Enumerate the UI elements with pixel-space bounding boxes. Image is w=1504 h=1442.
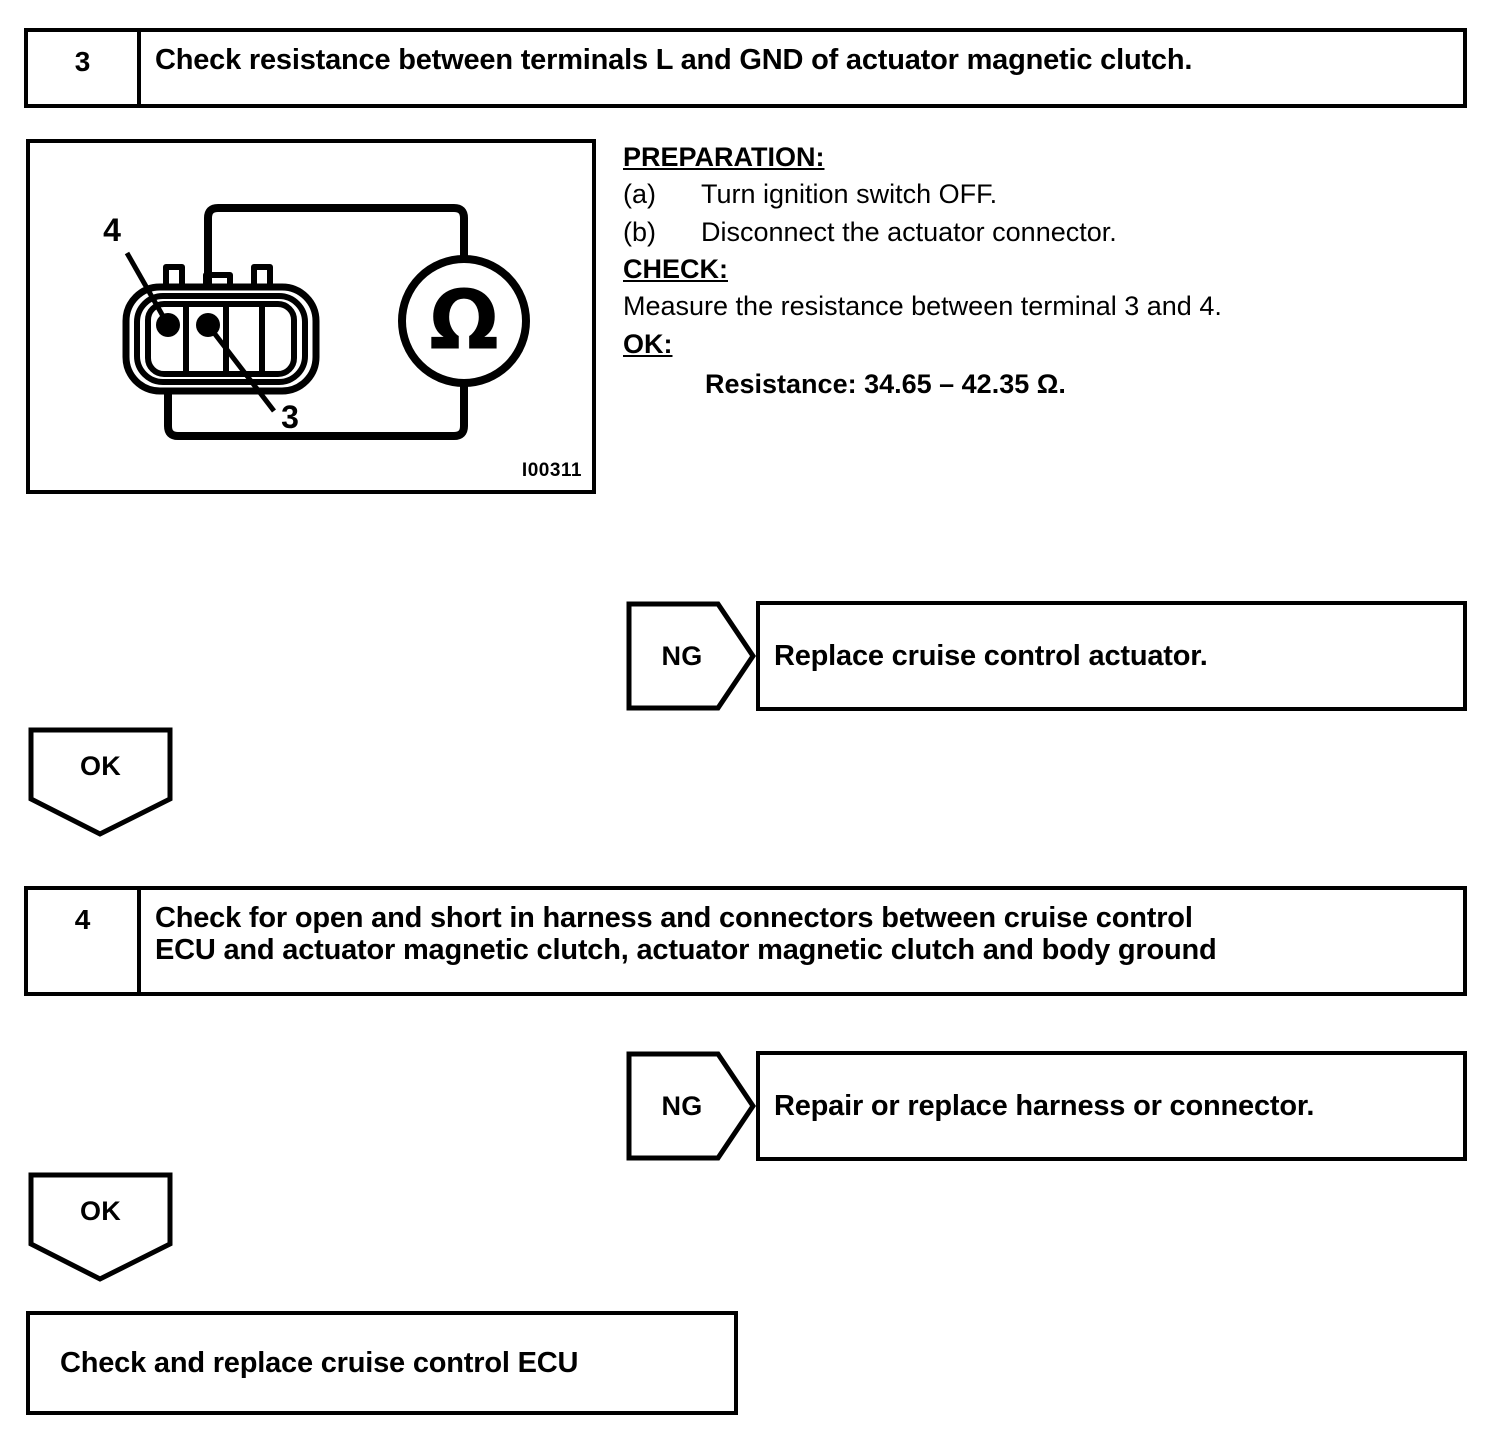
ohm-glyph: Ω [429, 274, 499, 369]
terminal-label-3: 3 [281, 399, 299, 435]
connector-test-illustration: Ω 4 [26, 139, 596, 494]
ng-branch-row-2: NG Repair or replace harness or connecto… [626, 1051, 1467, 1161]
step-4-number-cell: 4 [28, 890, 141, 992]
preparation-item-a: (a) Turn ignition switch OFF. [623, 176, 1383, 213]
ok-label-1: OK [79, 750, 122, 781]
ng-result-box-2: Repair or replace harness or connector. [756, 1051, 1467, 1161]
ng-result-box-1: Replace cruise control actuator. [756, 601, 1467, 711]
step-3-number: 3 [74, 46, 91, 77]
final-action-box: Check and replace cruise control ECU [26, 1311, 738, 1415]
ok-heading: OK: [623, 328, 673, 359]
ng-result-text-1: Replace cruise control actuator. [774, 639, 1208, 672]
preparation-item-b-marker: (b) [623, 216, 656, 247]
ng-label-1: NG [661, 640, 703, 671]
ng-branch-row-1: NG Replace cruise control actuator. [626, 601, 1467, 711]
ng-arrow-1 [626, 601, 756, 711]
ohmmeter-symbol: Ω [398, 255, 530, 387]
step-3-header-box: 3 Check resistance between terminals L a… [24, 28, 1467, 108]
preparation-item-b-text: Disconnect the actuator connector. [701, 216, 1117, 247]
terminal-cavity-dividers [183, 304, 265, 374]
check-text: Measure the resistance between terminal … [623, 291, 1222, 322]
connector-locking-tabs [163, 264, 273, 289]
preparation-heading: PREPARATION: [623, 142, 825, 172]
step-4-header-box: 4 Check for open and short in harness an… [24, 886, 1467, 996]
figure-reference-code: I00311 [521, 460, 582, 481]
step-4-number: 4 [74, 904, 91, 935]
ng-label-2: NG [661, 1090, 703, 1121]
ok-label-2: OK [79, 1195, 122, 1226]
step-3-number-cell: 3 [28, 32, 141, 104]
final-action-text: Check and replace cruise control ECU [60, 1346, 579, 1379]
step-3-title-cell: Check resistance between terminals L and… [141, 32, 1463, 104]
instruction-panel: PREPARATION: (a) Turn ignition switch OF… [623, 139, 1383, 404]
terminal-label-4: 4 [103, 212, 121, 248]
ok-pentagon-shape-2 [28, 1172, 173, 1282]
ok-pentagon-shape-1 [28, 727, 173, 837]
test-lead-top-wire [204, 204, 468, 325]
ok-specification: Resistance: 34.65 – 42.35 Ω. [705, 369, 1066, 400]
ok-arrow-1: OK [28, 727, 173, 837]
step-4-title: Check for open and short in harness and … [155, 902, 1217, 967]
preparation-item-a-text: Turn ignition switch OFF. [701, 179, 998, 210]
ok-arrow-2: OK [28, 1172, 173, 1282]
test-lead-bottom-wire [164, 321, 468, 440]
step-3-title: Check resistance between terminals L and… [155, 44, 1193, 76]
ng-pentagon-shape-1 [626, 601, 756, 711]
ng-result-text-2: Repair or replace harness or connector. [774, 1089, 1315, 1122]
step-4-title-cell: Check for open and short in harness and … [141, 890, 1463, 992]
connector-ohmmeter-diagram: Ω 4 [103, 204, 530, 440]
ng-arrow-2 [626, 1051, 756, 1161]
check-heading: CHECK: [623, 253, 728, 284]
leader-line-terminal-4 [124, 251, 171, 327]
preparation-item-b: (b) Disconnect the actuator connector. [623, 214, 1383, 251]
ng-pentagon-shape-2 [626, 1051, 756, 1161]
preparation-item-a-marker: (a) [623, 179, 656, 210]
leader-line-terminal-3 [206, 323, 276, 413]
